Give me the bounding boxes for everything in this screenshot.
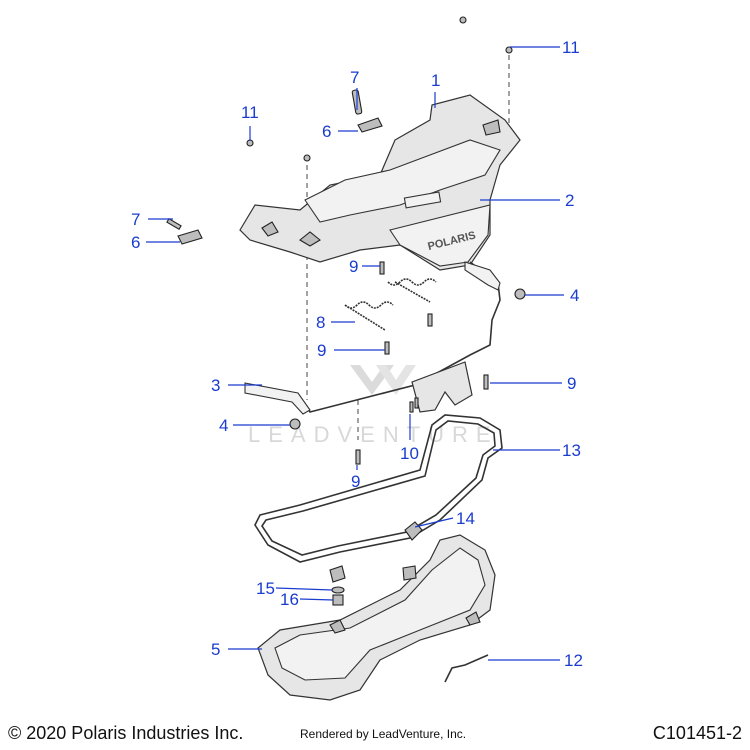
seat-seal (254, 414, 503, 563)
latch-rod (244, 261, 501, 415)
callout-11-left: 11 (241, 103, 259, 122)
latch-bracket (409, 361, 473, 413)
callout-7-left: 7 (131, 210, 140, 229)
callout-10: 10 (400, 444, 419, 463)
fastener-top (459, 16, 467, 24)
callout-12: 12 (564, 651, 583, 670)
storage-tub (257, 534, 496, 701)
callout-9-b: 9 (317, 341, 326, 360)
callout-6-top: 6 (322, 122, 331, 141)
callout-13: 13 (562, 441, 581, 460)
pin-9d (355, 449, 361, 465)
watermark-text: LEADVENTURE (248, 422, 499, 447)
callout-2: 2 (565, 191, 574, 210)
fastener-seat-left (303, 154, 311, 162)
rendered-by-credit: Rendered by LeadVenture, Inc. (300, 727, 467, 741)
callout-9-a: 9 (349, 257, 358, 276)
callout-16: 16 (280, 590, 299, 609)
callout-15: 15 (256, 579, 275, 598)
tub-hardware (329, 521, 489, 683)
callout-labels: 1 2 3 4 4 5 6 6 7 7 8 9 9 9 9 10 11 11 1… (131, 38, 583, 670)
callout-9-d: 9 (351, 472, 360, 491)
leadventure-watermark: LEADVENTURE (248, 365, 499, 447)
pin-9b (384, 341, 390, 355)
leader-lines (146, 46, 564, 661)
callout-3: 3 (211, 376, 220, 395)
callout-7-top: 7 (350, 68, 359, 87)
callout-5: 5 (211, 640, 220, 659)
callout-6-left: 6 (131, 233, 140, 252)
callout-9-c: 9 (567, 374, 576, 393)
copyright-notice: © 2020 Polaris Industries Inc. (8, 723, 244, 743)
clip-6-left (177, 229, 203, 245)
drain-tube-12 (444, 654, 489, 683)
pin-10a (409, 401, 414, 413)
seat-assembly: POLARIS (239, 94, 521, 271)
callout-14: 14 (456, 509, 475, 528)
callout-8: 8 (316, 313, 325, 332)
clip-14c (329, 565, 346, 583)
pin-9a (379, 261, 385, 275)
bumper-7-left (166, 218, 182, 230)
clip-14b (402, 565, 417, 581)
springs (344, 278, 437, 331)
grommet-4-left (289, 418, 301, 430)
grommet-4-right (514, 288, 526, 300)
fastener-11-right (505, 46, 513, 54)
pin-10b (414, 397, 419, 409)
callout-11-right: 11 (562, 38, 580, 57)
callout-4-right: 4 (570, 286, 579, 305)
clip-6-top (357, 117, 383, 133)
pin-9c (483, 374, 489, 390)
document-id: C101451-2 (652, 723, 742, 743)
pin-extra (427, 313, 433, 327)
nut-16 (332, 594, 344, 606)
callout-1: 1 (431, 71, 440, 90)
washer-15 (331, 586, 345, 594)
callout-4-left: 4 (219, 416, 228, 435)
